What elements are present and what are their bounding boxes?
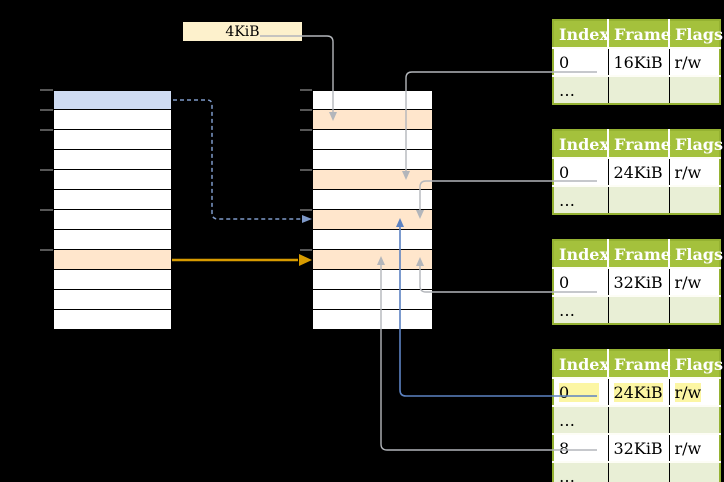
table-cell: …: [553, 295, 608, 324]
table-cell: [607, 185, 669, 214]
page-table-3: Index Frame Flags 0 32KiB r/w …: [552, 239, 723, 325]
page-table-2: Index Frame Flags 0 24KiB r/w …: [552, 129, 723, 215]
table-cell: 32KiB: [607, 433, 669, 462]
table-cell: 8: [553, 433, 608, 462]
table-row-ellipsis: …: [553, 405, 720, 434]
table-row: 0 16KiB r/w: [553, 47, 720, 76]
table-row: 8 32KiB r/w: [553, 433, 720, 462]
memory-cell: [53, 130, 172, 150]
memory-cell: [53, 290, 172, 310]
memory-cell: [312, 150, 433, 170]
column-header-frame: Frame: [607, 130, 671, 158]
physical-memory-stack: [312, 90, 433, 330]
memory-cell: [53, 310, 172, 330]
column-header-index: Index: [553, 350, 609, 378]
memory-cell: [312, 130, 433, 150]
table-cell: r/w: [668, 267, 720, 296]
memory-cell: [53, 170, 172, 190]
memory-cell: [312, 210, 433, 230]
table-cell: [668, 405, 720, 434]
table-cell: r/w: [668, 47, 720, 76]
column-header-flags: Flags: [668, 240, 723, 268]
memory-cell: [53, 250, 172, 270]
table-cell: …: [553, 461, 608, 482]
column-header-frame: Frame: [607, 240, 671, 268]
memory-cell: [312, 290, 433, 310]
table-row: 0 32KiB r/w: [553, 267, 720, 296]
table-row: 0 24KiB r/w: [553, 157, 720, 186]
highlighted-value: 0: [559, 382, 599, 402]
table-row-ellipsis: …: [553, 75, 720, 104]
table-cell: [668, 461, 720, 482]
memory-cell: [312, 90, 433, 110]
memory-cell: [312, 270, 433, 290]
table-cell: [607, 461, 669, 482]
table-cell: …: [553, 405, 608, 434]
table-cell: …: [553, 185, 608, 214]
table-cell: 0: [553, 47, 608, 76]
column-header-frame: Frame: [607, 20, 671, 48]
page-table-1: Index Frame Flags 0 16KiB r/w …: [552, 19, 723, 105]
memory-cell: [53, 210, 172, 230]
arrow-virtual-page-dashed: [173, 99, 312, 223]
table-cell: [668, 295, 720, 324]
memory-cell: [53, 190, 172, 210]
memory-cell: [53, 270, 172, 290]
table-row-highlighted: 0 24KiB r/w: [553, 377, 720, 406]
memory-cell: [53, 150, 172, 170]
column-header-flags: Flags: [668, 20, 723, 48]
table-row-ellipsis: …: [553, 185, 720, 214]
table-header-row: Index Frame Flags: [553, 240, 723, 268]
table-cell: 0: [553, 377, 608, 406]
memory-cell: [53, 110, 172, 130]
table-header-row: Index Frame Flags: [553, 350, 723, 378]
table-header-row: Index Frame Flags: [553, 130, 723, 158]
memory-cell: [312, 250, 433, 270]
column-header-index: Index: [553, 130, 609, 158]
table-cell: [668, 185, 720, 214]
memory-cell: [312, 110, 433, 130]
table-cell: [607, 75, 669, 104]
memory-cell: [312, 310, 433, 330]
memory-cell: [312, 190, 433, 210]
highlighted-value: 24KiB: [613, 382, 663, 402]
arrow-virtual-page-orange: [172, 254, 312, 266]
memory-cell: [312, 170, 433, 190]
memory-cell: [53, 230, 172, 250]
table-cell: 24KiB: [607, 157, 669, 186]
page-size-label: 4KiB: [225, 23, 260, 40]
table-cell: 24KiB: [607, 377, 669, 406]
table-cell: 16KiB: [607, 47, 669, 76]
table-cell: [607, 405, 669, 434]
table-cell: 32KiB: [607, 267, 669, 296]
column-header-frame: Frame: [607, 350, 671, 378]
memory-cell: [53, 90, 172, 110]
table-cell: 0: [553, 267, 608, 296]
table-cell: 0: [553, 157, 608, 186]
virtual-memory-stack: [53, 90, 172, 330]
table-cell: [607, 295, 669, 324]
table-cell: r/w: [668, 157, 720, 186]
page-size-label-box: 4KiB: [183, 22, 302, 41]
page-table-4: Index Frame Flags 0 24KiB r/w … 8 32KiB …: [552, 349, 723, 482]
table-cell: [668, 75, 720, 104]
highlighted-value: r/w: [674, 382, 702, 402]
table-cell: r/w: [668, 433, 720, 462]
table-cell: …: [553, 75, 608, 104]
table-row-ellipsis: …: [553, 461, 720, 482]
column-header-index: Index: [553, 240, 609, 268]
column-header-flags: Flags: [668, 350, 723, 378]
memory-cell: [312, 230, 433, 250]
column-header-index: Index: [553, 20, 609, 48]
table-header-row: Index Frame Flags: [553, 20, 723, 48]
table-row-ellipsis: …: [553, 295, 720, 324]
table-cell: r/w: [668, 377, 720, 406]
column-header-flags: Flags: [668, 130, 723, 158]
